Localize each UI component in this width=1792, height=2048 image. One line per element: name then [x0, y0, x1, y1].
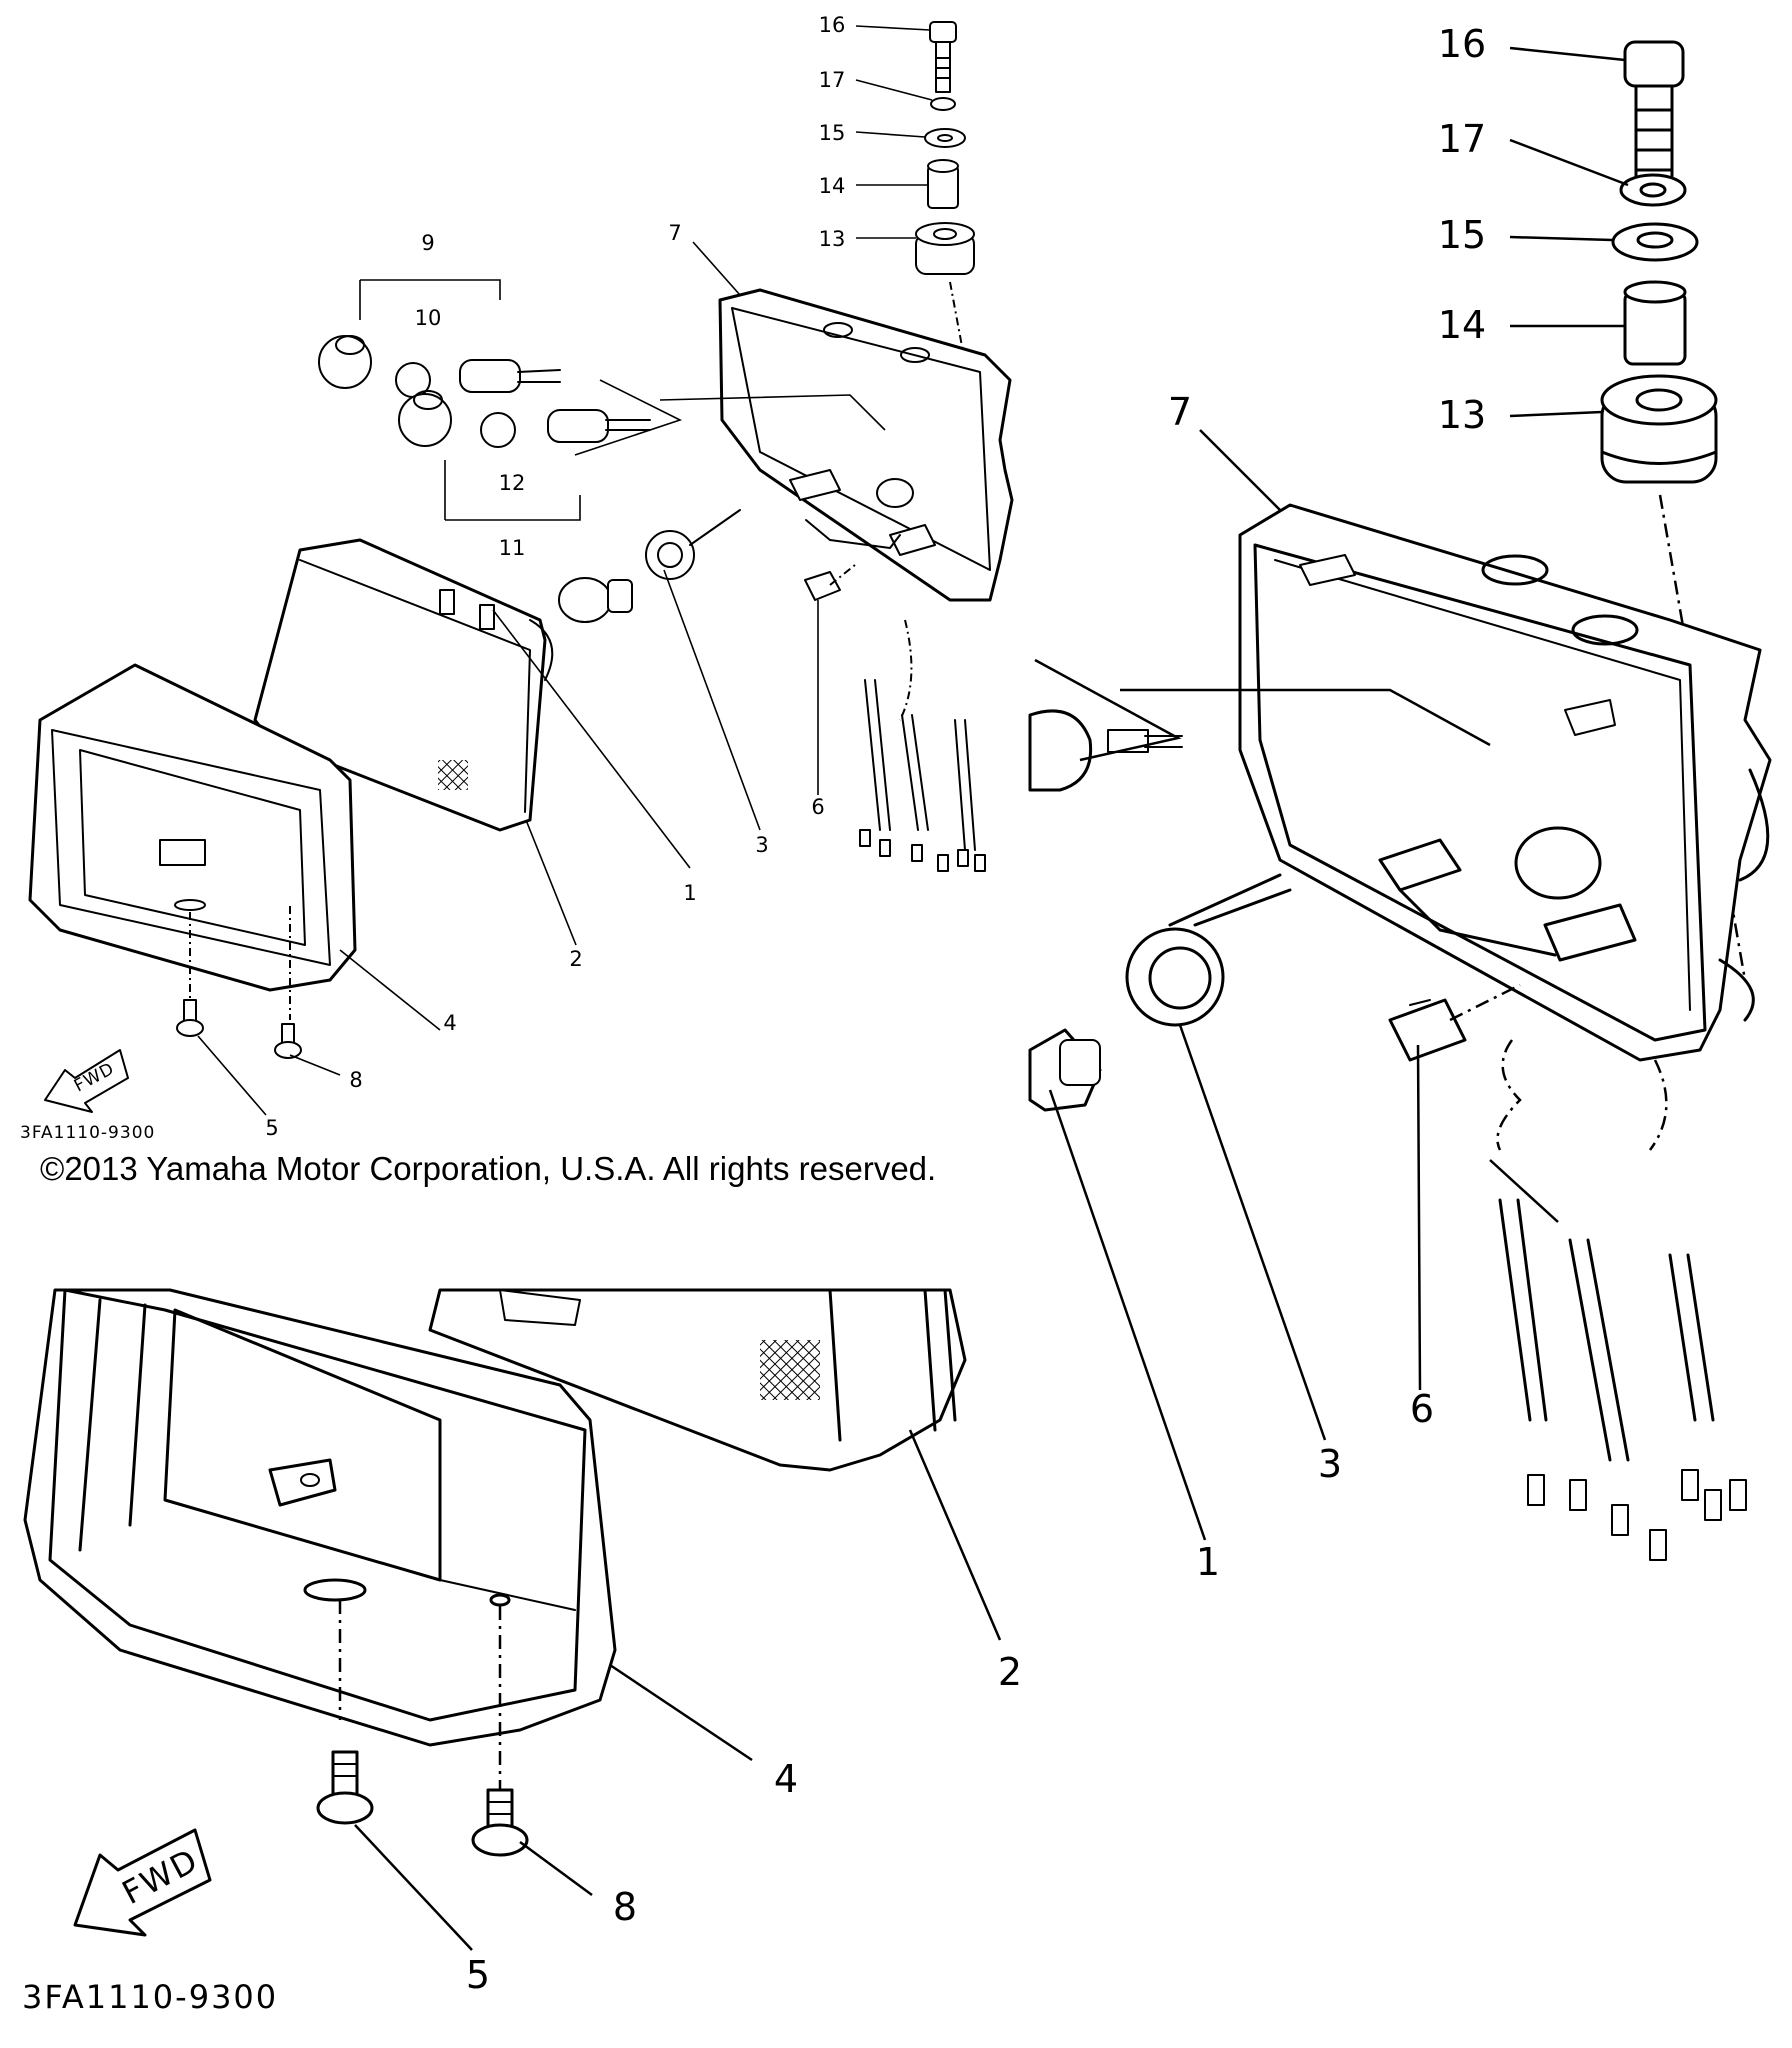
small-screw-5	[176, 999, 204, 1037]
small-callout-5: 5	[265, 1116, 278, 1140]
large-callout-7: 7	[1168, 390, 1192, 434]
small-callout-1: 1	[683, 881, 696, 905]
large-collar-14	[1623, 280, 1687, 366]
large-callout-4: 4	[774, 1757, 798, 1801]
small-collar-14	[927, 159, 959, 209]
large-grommet-13	[1600, 374, 1718, 484]
small-callout-9: 9	[421, 231, 434, 255]
small-callout-17: 17	[819, 68, 846, 92]
overview-diagram: FWD 3FA1110-9300 16 17 15 14 13 7 9 10 1…	[20, 13, 1014, 1143]
small-callout-14: 14	[819, 174, 846, 198]
large-headlight-unit-2	[428, 1288, 967, 1472]
small-grommet-13	[915, 222, 975, 275]
small-callout-3: 3	[755, 833, 768, 857]
large-washer-15	[1611, 222, 1699, 262]
large-position-bulb-partial	[1028, 658, 1491, 792]
large-bolt-16	[1623, 40, 1685, 188]
large-rim-4	[23, 1288, 617, 1790]
large-part-code: 3FA1110-9300	[22, 1978, 278, 2016]
large-callout-6: 6	[1410, 1387, 1434, 1431]
small-part-code: 3FA1110-9300	[20, 1123, 155, 1143]
small-callout-11: 11	[499, 536, 526, 560]
copyright-notice: ©2013 Yamaha Motor Corporation, U.S.A. A…	[40, 1150, 937, 1187]
small-screw-8	[274, 1023, 302, 1059]
small-callout-7: 7	[668, 221, 681, 245]
large-right-leader-lines	[1048, 46, 1629, 1541]
large-callout-16: 16	[1438, 22, 1486, 66]
small-leader-lines	[197, 25, 933, 1116]
small-headlight-housing-7	[718, 288, 1014, 602]
large-callout-15: 15	[1438, 213, 1486, 257]
small-bulb-1	[558, 577, 633, 623]
large-callout-5: 5	[466, 1953, 490, 1997]
small-callout-8: 8	[349, 1068, 362, 1092]
large-headlight-housing-7	[1238, 503, 1772, 1062]
small-position-light-bulbs	[318, 279, 886, 521]
small-fwd-arrow: FWD	[44, 1049, 129, 1113]
large-lock-washer-17	[1619, 173, 1687, 207]
small-callout-15: 15	[819, 121, 846, 145]
large-bottom-leader-lines	[354, 1429, 1002, 1951]
large-callout-17: 17	[1438, 117, 1486, 161]
large-callout-3: 3	[1318, 1442, 1342, 1486]
small-callout-12: 12	[499, 471, 526, 495]
bottom-detail-diagram: FWD 3FA1110-9300 2 4 8 5	[22, 1288, 1022, 2016]
large-wire-harness	[1489, 1039, 1747, 1561]
large-screw-8	[471, 1788, 529, 1857]
large-callout-8: 8	[613, 1885, 637, 1929]
small-callout-16: 16	[819, 13, 846, 37]
large-socket-3	[1125, 873, 1292, 1027]
small-callout-6: 6	[811, 795, 824, 819]
large-fwd-arrow: FWD	[73, 1828, 212, 1937]
small-callout-13: 13	[819, 227, 846, 251]
small-wire-harness	[859, 619, 986, 872]
small-rim-4	[28, 663, 357, 1020]
large-callout-1: 1	[1196, 1540, 1220, 1584]
small-nut-6	[804, 564, 856, 601]
large-callout-2: 2	[998, 1650, 1022, 1694]
small-socket-3	[645, 509, 741, 580]
large-bulb-1	[1028, 1028, 1102, 1112]
small-callout-10: 10	[415, 306, 442, 330]
small-lock-washer-17	[930, 97, 956, 111]
right-detail-diagram: 16 17 15 14 13 7 6 3 1	[1028, 22, 1772, 1584]
large-callout-14: 14	[1438, 303, 1486, 347]
small-bolt-16	[929, 21, 957, 93]
large-screw-5	[316, 1750, 374, 1825]
large-nut-6	[1388, 983, 1521, 1062]
small-callout-4: 4	[443, 1011, 456, 1035]
small-callout-2: 2	[569, 947, 582, 971]
large-callout-13: 13	[1438, 393, 1486, 437]
small-washer-15	[924, 128, 966, 148]
